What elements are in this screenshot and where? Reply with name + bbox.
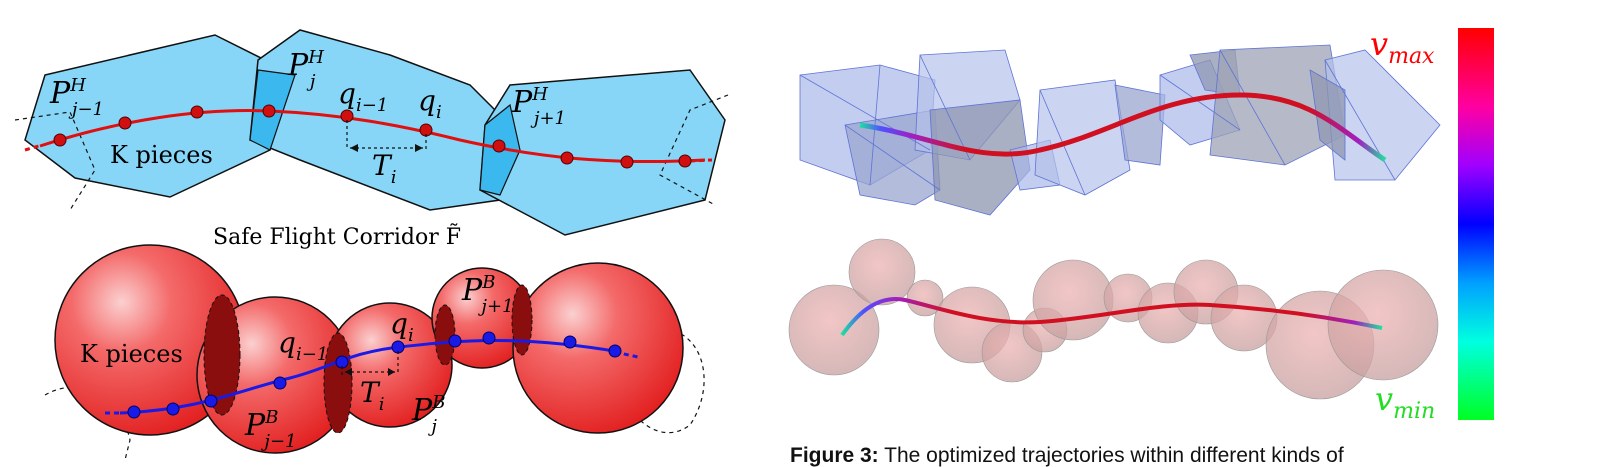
waypoint (482, 331, 496, 345)
arrowhead-left-b (345, 368, 352, 376)
waypoint (448, 334, 462, 348)
waypoint (563, 335, 577, 349)
colorbar-min-label: vmin (1375, 380, 1435, 424)
waypoint (678, 154, 692, 168)
sphere-intersection-a (203, 294, 241, 416)
trajectory-red-dash-l (24, 143, 43, 152)
trajectory-bottom-render (840, 297, 1383, 337)
figure-label: Figure 3: (790, 444, 879, 467)
waypoint (118, 116, 132, 130)
label-t-top: Ti (372, 149, 396, 188)
figure-caption-text: The optimized trajectories within differ… (884, 444, 1344, 467)
waypoints-top (53, 104, 692, 169)
colorbar-gradient (1458, 28, 1494, 420)
sphere-dashed-right (639, 328, 705, 434)
waypoints-bottom (127, 331, 622, 419)
sphere-intersection-c (434, 304, 456, 366)
label-k-pieces-bottom: K pieces (80, 340, 183, 368)
waypoint (190, 105, 204, 119)
label-k-pieces-top: K pieces (110, 141, 213, 169)
gray-sphere (1327, 269, 1439, 381)
label-q-prev-top: qi−1 (338, 77, 388, 116)
waypoint (620, 155, 634, 169)
gray-sphere (788, 284, 880, 376)
waypoint (53, 133, 67, 147)
trajectory-top-render (859, 92, 1387, 163)
sphere-render (788, 238, 1439, 400)
label-q-prev-bottom: qi−1 (278, 326, 328, 365)
gray-sphere (848, 238, 916, 306)
sphere-intersection-d (511, 284, 533, 356)
figure-caption: Figure 3: The optimized trajectories wit… (790, 444, 1570, 467)
colorbar-max-label: vmax (1370, 25, 1435, 69)
waypoint (560, 151, 574, 165)
polytope (1114, 84, 1166, 166)
label-t-bottom: Ti (360, 376, 384, 415)
arrowhead-right-b (388, 368, 395, 376)
corridor-caption: Safe Flight Corridor F̃ (213, 224, 461, 250)
arrowhead-left (350, 144, 358, 152)
arrowhead-right (415, 144, 423, 152)
trajectory-red-dash-r (689, 158, 713, 163)
colorbar: vmax vmin (1370, 25, 1494, 424)
gray-sphere (1032, 259, 1114, 341)
waypoint (127, 405, 141, 419)
trajectory-red (39, 109, 706, 164)
waypoint (166, 402, 180, 416)
waypoint (262, 104, 276, 118)
waypoint (273, 376, 287, 390)
polytope-render (799, 44, 1441, 216)
duration-arrow (346, 120, 427, 150)
label-q-cur-top: qi (418, 84, 442, 123)
polytope (1309, 69, 1346, 161)
waypoint (204, 394, 218, 408)
duration-arrow-bottom (341, 351, 399, 378)
label-q-cur-bottom: qi (390, 307, 414, 346)
corridor-dashed-left (14, 111, 96, 211)
waypoint (492, 139, 506, 153)
waypoint (608, 344, 622, 358)
polytope (1324, 49, 1441, 181)
